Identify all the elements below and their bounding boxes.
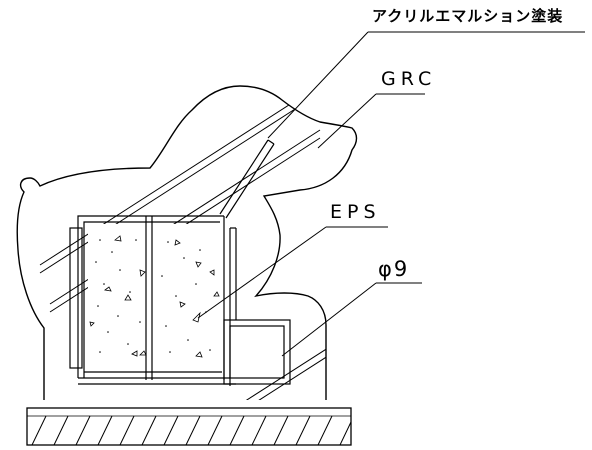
base-hatch: [31, 415, 352, 446]
grc-label: GRC: [381, 68, 437, 90]
leader-lines: [197, 31, 585, 357]
eps-label: EPS: [330, 201, 381, 223]
steel-frame: [69, 139, 291, 386]
paint-label: アクリルエマルション塗装: [372, 7, 564, 25]
eps-texture: [95, 239, 211, 353]
rebar-diameter-label: φ9: [378, 257, 410, 281]
grc-shell-outline: [16, 85, 358, 400]
eps-core: [88, 224, 219, 364]
eps-aggregate: [89, 235, 220, 358]
